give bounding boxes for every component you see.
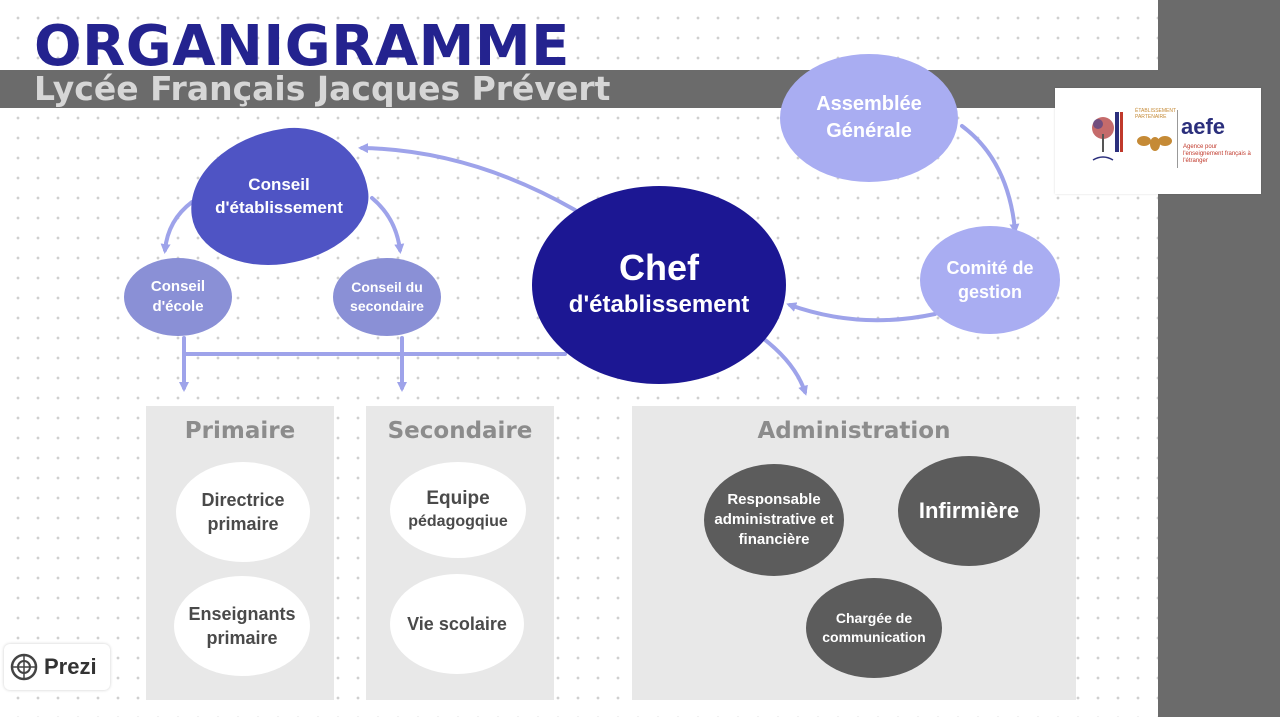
chef-etablissement-node: Chef d'établissement xyxy=(532,186,786,384)
arrow-chef-to-conseil-etab xyxy=(358,143,577,212)
responsable-administrative-label: Responsable administrative et financière xyxy=(714,490,834,549)
administration-section: Administration Responsable administrativ… xyxy=(632,406,1076,700)
conseil-secondaire-node: Conseil du secondaire xyxy=(333,258,441,336)
conseil-ecole-label: Conseil d'école xyxy=(150,277,206,315)
assemblee-generale-node: Assemblée Générale xyxy=(780,54,958,182)
infirmiere-node: Infirmière xyxy=(898,456,1040,566)
logo-divider xyxy=(1177,110,1178,168)
conseil-ecole-node: Conseil d'école xyxy=(124,258,232,336)
enseignants-primaire-node: Enseignants primaire xyxy=(174,576,310,676)
administration-title: Administration xyxy=(757,418,951,444)
primaire-title: Primaire xyxy=(184,418,296,444)
secondaire-section: Secondaire Equipe pédagogqiue Vie scolai… xyxy=(366,406,554,700)
chargee-communication-label: Chargée de communication xyxy=(822,610,926,645)
secondaire-title: Secondaire xyxy=(387,418,533,444)
infirmiere-label: Infirmière xyxy=(918,498,1020,524)
prezi-badge[interactable]: Prezi xyxy=(4,644,110,690)
equipe-label: Equipe xyxy=(426,488,490,510)
comite-gestion-node: Comité de gestion xyxy=(920,226,1060,334)
primaire-section: Primaire Directrice primaire Enseignants… xyxy=(146,406,334,700)
arrow-assemblee-to-comite xyxy=(960,124,1020,234)
tree-logo-icon xyxy=(1092,112,1123,161)
page-title: ORGANIGRAMME xyxy=(34,14,570,79)
vie-scolaire-label: Vie scolaire xyxy=(407,613,507,634)
arrow-conseil-etab-to-ecole xyxy=(160,200,194,254)
world-map-icon xyxy=(1137,136,1172,151)
chef-title: Chef xyxy=(619,247,699,288)
assemblee-generale-label: Assemblée Générale xyxy=(816,93,922,142)
equipe-pedagogique-node: Equipe pédagogqiue xyxy=(390,462,526,558)
aefe-logo: ÉTABLISSEMENT PARTENAIRE aefe Agence pou… xyxy=(1055,88,1261,194)
prezi-logo-icon xyxy=(10,653,38,681)
partner-text: ÉTABLISSEMENT PARTENAIRE xyxy=(1135,108,1176,120)
responsable-administrative-node: Responsable administrative et financière xyxy=(704,464,844,576)
enseignants-primaire-label: Enseignants primaire xyxy=(188,603,296,648)
title-band xyxy=(0,70,1158,108)
aefe-tagline: Agence pour l'enseignement français à l'… xyxy=(1183,144,1251,164)
chargee-communication-node: Chargée de communication xyxy=(806,578,942,678)
arrow-chef-to-administration xyxy=(758,334,808,396)
chef-subtitle: d'établissement xyxy=(568,291,750,318)
arrow-comite-to-chef xyxy=(786,302,937,323)
vie-scolaire-node: Vie scolaire xyxy=(390,574,524,674)
prezi-label: Prezi xyxy=(44,654,97,679)
directrice-primaire-label: Directrice primaire xyxy=(201,489,285,534)
pedagogique-label: pédagogqiue xyxy=(408,512,508,530)
page-subtitle: Lycée Français Jacques Prévert xyxy=(34,69,611,108)
conseil-secondaire-label: Conseil du secondaire xyxy=(350,279,424,314)
arrow-conseil-etab-to-secondaire xyxy=(370,196,405,254)
directrice-primaire-node: Directrice primaire xyxy=(176,462,310,562)
conseil-etablissement-label: Conseil d'établissement xyxy=(215,175,343,217)
aefe-wordmark: aefe xyxy=(1181,114,1226,139)
comite-gestion-label: Comité de gestion xyxy=(946,257,1034,302)
